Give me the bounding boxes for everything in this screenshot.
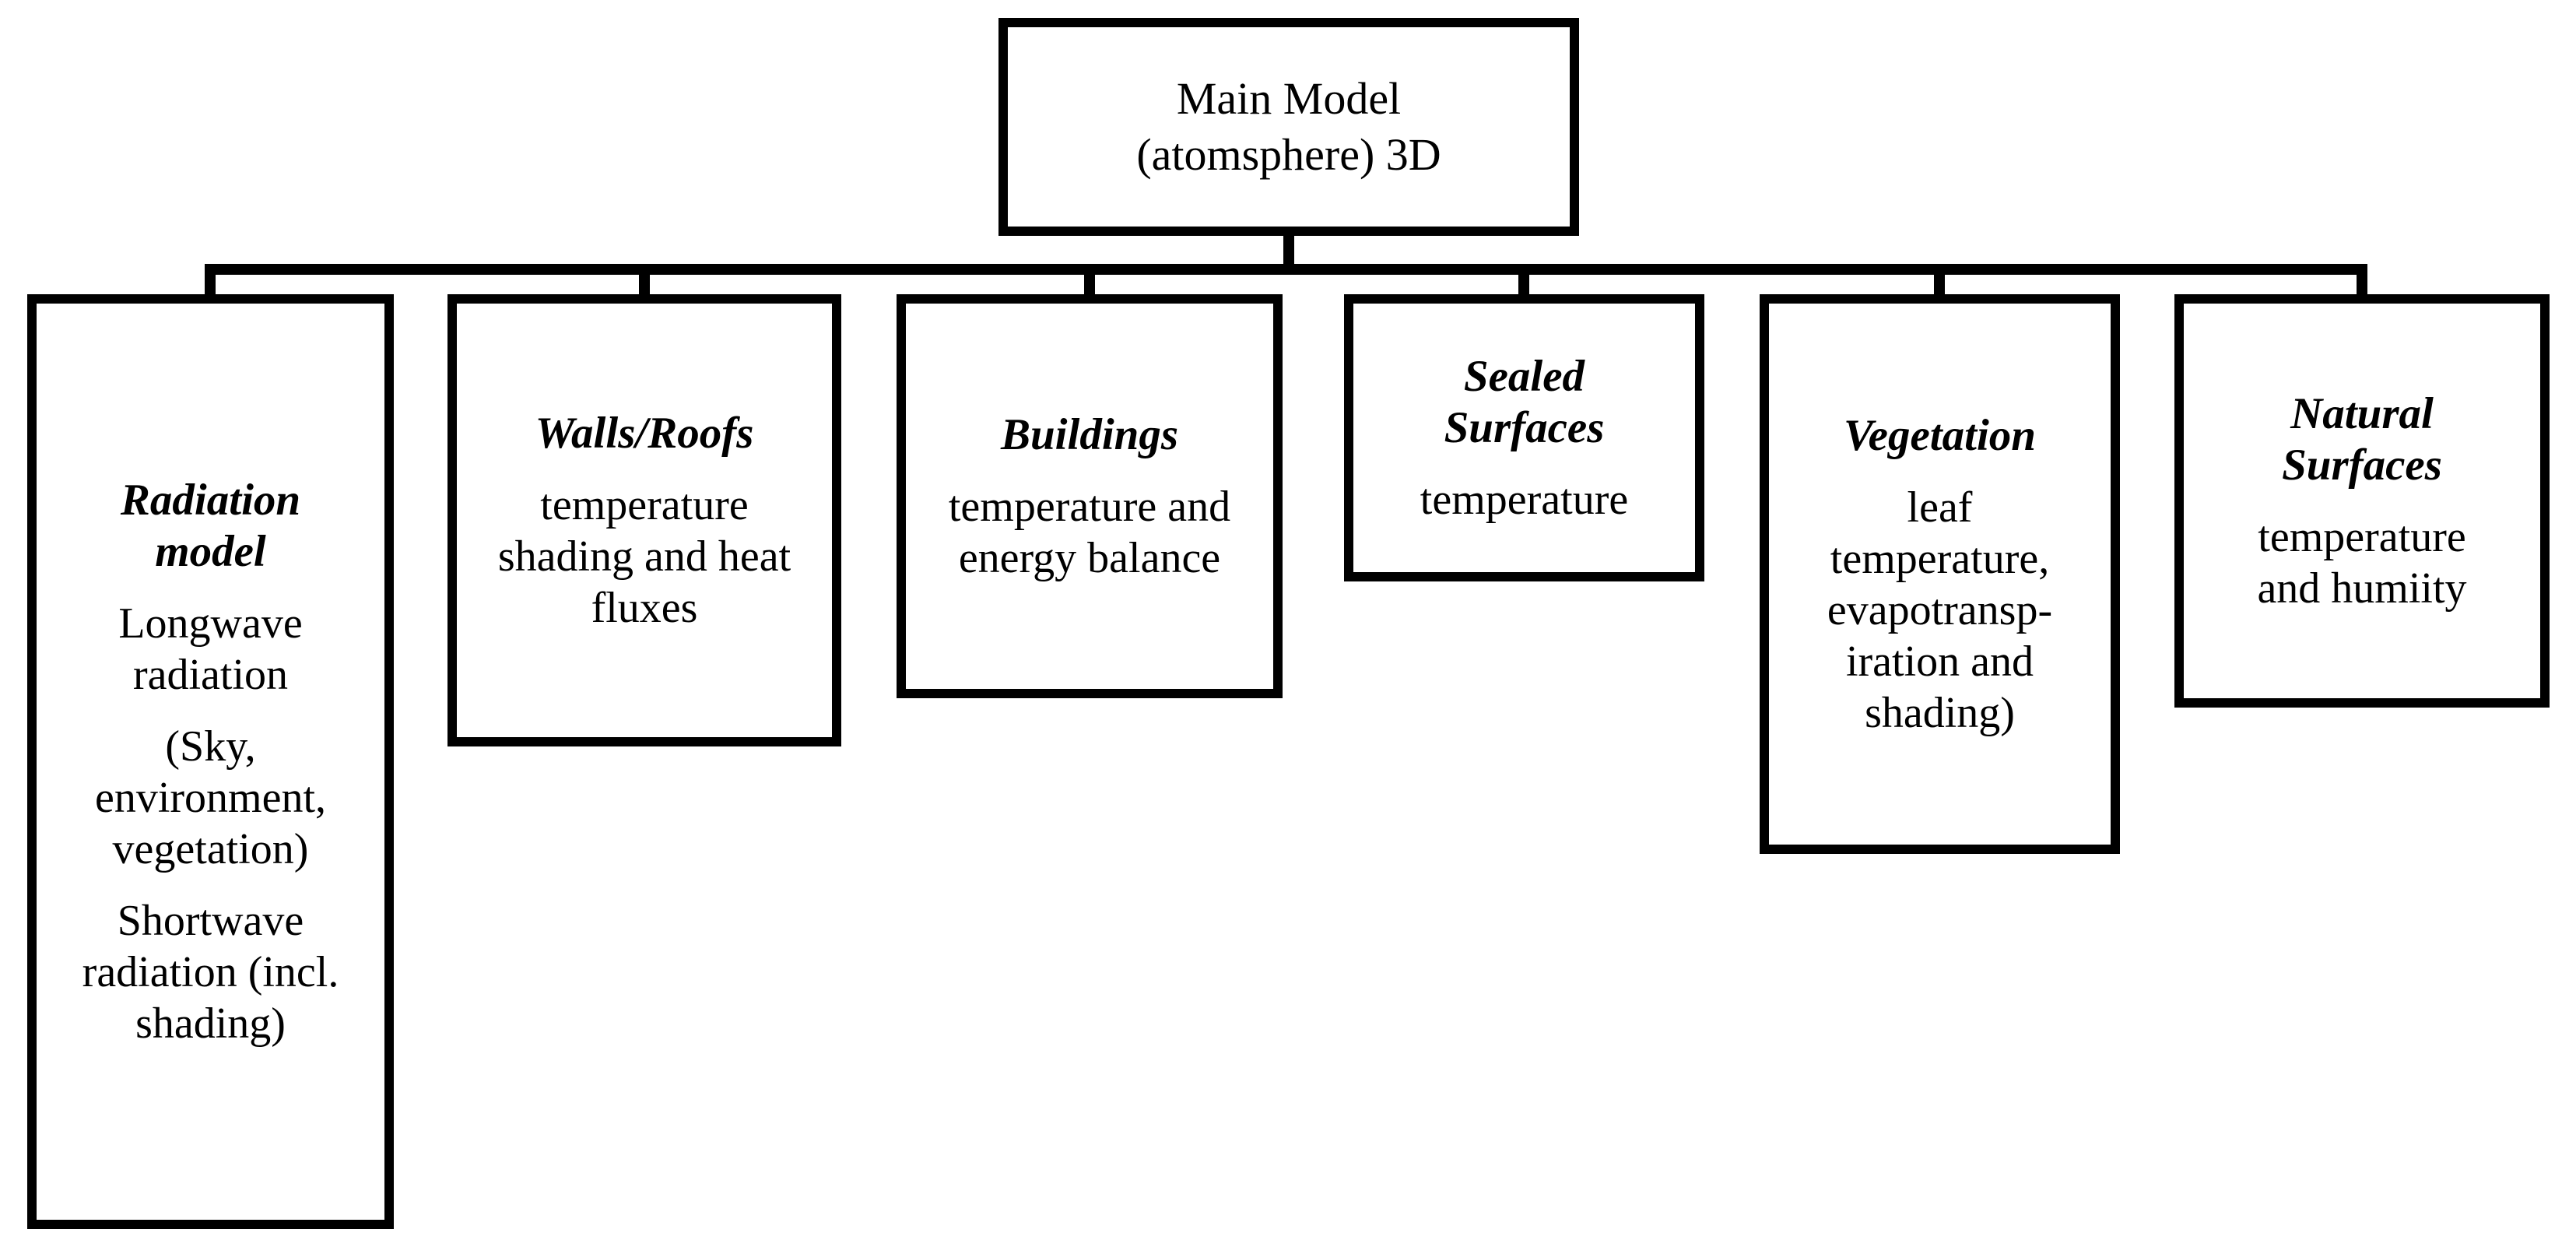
node-title-line: Sealed <box>1463 351 1585 401</box>
detail-line: (Sky, <box>165 722 256 771</box>
detail-line: shading and heat <box>497 532 791 581</box>
node-title: Natural Surfaces <box>2282 388 2442 491</box>
node-title-line: (atomsphere) 3D <box>1136 129 1441 180</box>
detail-line: temperature <box>1420 475 1629 524</box>
node-detail: temperature and humiity <box>2257 511 2466 614</box>
node-title-line: Buildings <box>1000 409 1179 459</box>
detail-line: fluxes <box>591 583 698 632</box>
detail-line: temperature, <box>1830 534 2050 583</box>
detail-line: energy balance <box>958 533 1221 582</box>
node-detail: temperature shading and heat fluxes <box>498 479 791 634</box>
node-walls-roofs: Walls/Roofs temperature shading and heat… <box>447 294 841 746</box>
node-detail: Longwave radiation <box>118 598 302 701</box>
node-title: Walls/Roofs <box>535 408 754 459</box>
detail-line: Shortwave <box>117 896 304 945</box>
detail-line: temperature <box>540 480 749 529</box>
node-detail: leaf temperature, evapotransp- iration a… <box>1827 482 2052 739</box>
detail-line: shading) <box>135 999 286 1048</box>
node-detail: temperature and energy balance <box>949 481 1230 584</box>
node-radiation-model: Radiation model Longwave radiation (Sky,… <box>27 294 394 1229</box>
node-title-line: Walls/Roofs <box>535 408 754 458</box>
detail-line: temperature and <box>948 482 1231 531</box>
node-title-line: Main Model <box>1176 73 1402 124</box>
detail-line: radiation (incl. <box>82 947 339 996</box>
node-detail: (Sky, environment, vegetation) <box>95 721 326 875</box>
node-title-line: Natural <box>2290 388 2434 438</box>
detail-line: radiation <box>132 650 289 699</box>
node-title-line: Vegetation <box>1843 410 2036 460</box>
node-title-line: model <box>155 526 266 576</box>
node-sealed-surfaces: Sealed Surfaces temperature <box>1344 294 1704 581</box>
node-buildings: Buildings temperature and energy balance <box>897 294 1283 698</box>
detail-line: iration and <box>1845 637 2034 686</box>
node-detail: Shortwave radiation (incl. shading) <box>82 895 339 1049</box>
detail-line: evapotransp- <box>1827 585 2053 634</box>
detail-line: environment, <box>94 773 327 822</box>
node-main-model: Main Model (atomsphere) 3D <box>998 18 1579 236</box>
node-title-line: Radiation <box>120 475 301 525</box>
detail-line: leaf <box>1907 483 1973 532</box>
node-detail: temperature <box>1420 474 1628 525</box>
node-natural-surfaces: Natural Surfaces temperature and humiity <box>2174 294 2550 708</box>
node-title: Sealed Surfaces <box>1444 351 1605 454</box>
detail-line: shading) <box>1865 688 2015 737</box>
detail-line: and humiity <box>2257 564 2467 613</box>
node-title-line: Surfaces <box>2282 440 2442 490</box>
connector-horizontal-bar <box>205 264 2367 275</box>
detail-line: Longwave <box>118 599 303 648</box>
node-title: Buildings <box>1001 409 1178 461</box>
node-title-line: Surfaces <box>1444 402 1605 452</box>
node-vegetation: Vegetation leaf temperature, evapotransp… <box>1760 294 2120 854</box>
detail-line: vegetation) <box>112 824 309 873</box>
detail-line: temperature <box>2258 512 2466 561</box>
node-title: Vegetation <box>1844 410 2036 462</box>
node-title: Radiation model <box>121 475 300 578</box>
